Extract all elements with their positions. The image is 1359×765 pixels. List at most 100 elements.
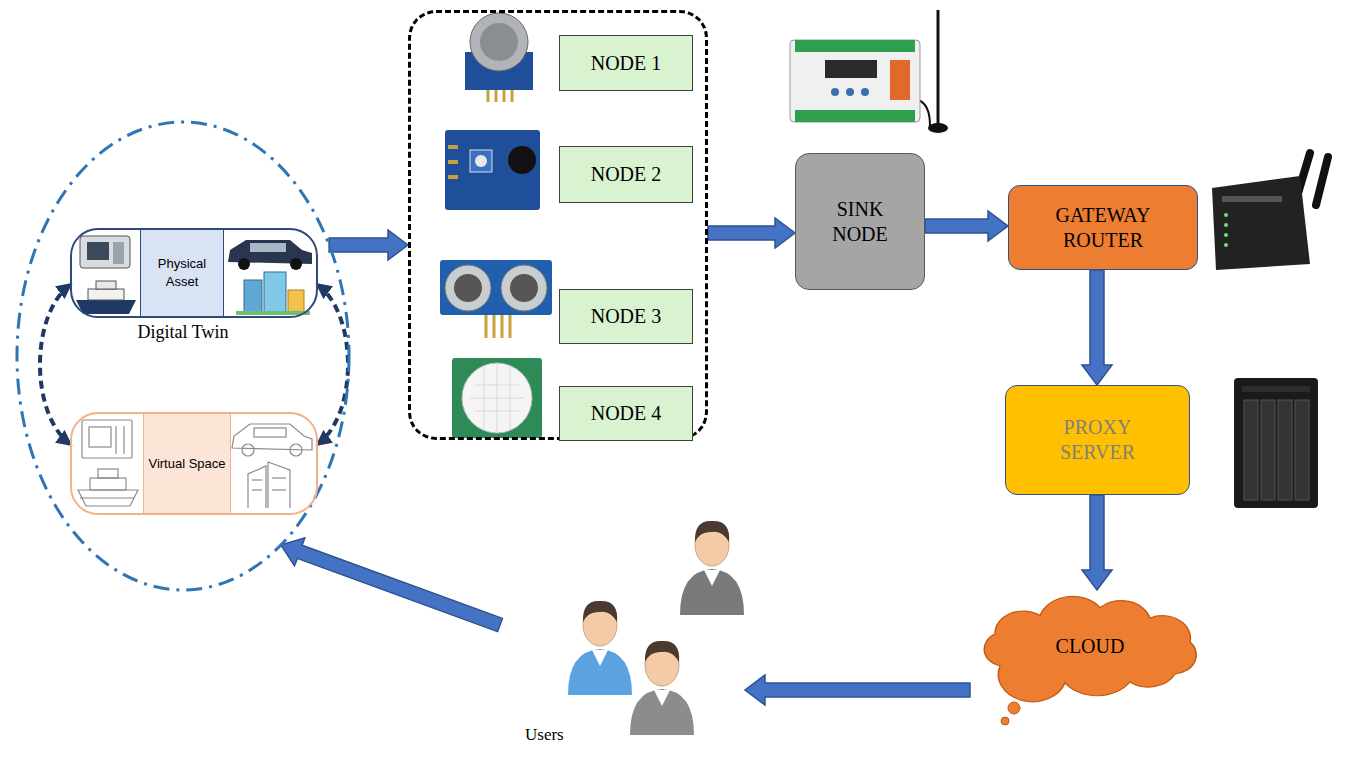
node-label: Digital Twin [15, 322, 351, 343]
cnc-machine [80, 236, 130, 268]
router-device-part [1222, 196, 1282, 202]
gas-sensor-part [487, 90, 490, 102]
gas-sensor-part [511, 90, 514, 102]
car-sketch-part [242, 444, 254, 456]
node-label: NODE 1 [591, 51, 662, 76]
server-device-part [1234, 378, 1318, 508]
flow-arrow [1082, 270, 1112, 385]
building-sketch-part [248, 466, 266, 508]
building-sketch-part [252, 479, 262, 480]
node-label: Physical Asset [140, 230, 224, 316]
ultrasonic-sensor-part [501, 315, 504, 338]
user-figure-part [592, 650, 608, 666]
server-device-part [1261, 400, 1275, 500]
car-sketch-part [254, 428, 286, 437]
ultrasonic-sensor-part [485, 315, 488, 338]
ship-sketch-part [90, 478, 126, 490]
ultrasonic-sensor-part [454, 274, 482, 302]
node-label: SINK NODE [820, 197, 900, 247]
pir-sensor-part [462, 363, 532, 433]
ship-sketch-part [78, 490, 138, 506]
cloud-bubbles-part [1001, 717, 1009, 725]
sink-device-part [890, 60, 910, 100]
ship-sketch [78, 469, 138, 506]
sink-device-part [937, 10, 940, 128]
sink-device-part [790, 40, 920, 122]
car-sketch-part [290, 444, 302, 456]
digital-twin-ellipse: Digital Twin Physical AssetVirtual Space [15, 120, 351, 592]
ship-part [96, 281, 116, 289]
ellipse-path [17, 122, 349, 590]
building-sketch-part [268, 462, 290, 508]
user-figure-part [630, 689, 694, 735]
sound-sensor-part [470, 150, 492, 172]
sink-device-part [846, 88, 854, 96]
sound-sensor-part [445, 130, 540, 210]
ultrasonic-sensor-part [510, 274, 538, 302]
router-device-part [1224, 213, 1228, 217]
building-part [288, 290, 304, 313]
ultrasonic-sensor-part [493, 315, 496, 338]
building-part [244, 280, 262, 313]
server-device-part [1244, 400, 1258, 500]
sink-device [790, 10, 948, 133]
user-figure-part [654, 690, 670, 706]
sync-arrow [318, 285, 348, 444]
sync-arrow [40, 285, 70, 444]
building-sketch-part [272, 477, 286, 478]
cloud-bubbles-part [1008, 702, 1020, 714]
user-figure-part [695, 521, 729, 542]
router-device-part [1212, 176, 1310, 270]
user-figure-part [704, 570, 720, 586]
user-figure-part [583, 601, 617, 622]
pir-sensor-part [452, 358, 542, 438]
node-label: PROXY SERVER [1043, 415, 1153, 465]
gas-sensor-part [503, 90, 506, 102]
sound-sensor-part [475, 155, 487, 167]
user-figure-part [645, 641, 679, 662]
ultrasonic-sensor-part [445, 265, 491, 311]
users-group: Users [500, 515, 745, 748]
user-figure-part [568, 649, 632, 695]
suv [228, 240, 312, 270]
physical-asset-box: Physical Asset [70, 228, 318, 318]
building-sketch-part [252, 489, 262, 490]
sensor-node: NODE 3 [559, 289, 693, 344]
cnc-machine-part [87, 242, 109, 260]
flow-arrow [329, 230, 408, 260]
ultrasonic-sensor-part [440, 260, 552, 315]
ellipse-outline [15, 120, 351, 592]
building [236, 272, 310, 315]
node-label: NODE 4 [591, 401, 662, 426]
ultrasonic-sensor-part [509, 315, 512, 338]
suv-part [238, 258, 250, 270]
cnc-sketch-part [89, 427, 111, 447]
virtual-space-box: Virtual Space [70, 412, 318, 515]
gateway-box: GATEWAY ROUTER [1008, 185, 1198, 270]
sink-device-part [825, 60, 877, 78]
sink-device-part [795, 40, 915, 52]
user-figure-part [680, 569, 744, 615]
router-device-part [1316, 157, 1328, 205]
building-sketch [248, 462, 290, 508]
sink-device-part [861, 88, 869, 96]
ship-sketch-part [80, 497, 134, 498]
ultrasonic-sensor-part [501, 265, 547, 311]
user-figure [680, 521, 744, 615]
node-label: NODE 3 [591, 304, 662, 329]
building-sketch-part [272, 489, 286, 490]
gas-sensor-part [470, 13, 528, 71]
building-part [264, 272, 286, 313]
cnc-sketch-part [115, 426, 116, 454]
gas-sensor [465, 13, 533, 102]
node-label: CLOUD [1056, 634, 1125, 659]
sensor-node: NODE 2 [559, 146, 693, 203]
gas-sensor-part [495, 90, 498, 102]
ship-sketch-part [98, 469, 118, 478]
router-device-part [1224, 223, 1228, 227]
router-device [1212, 153, 1328, 270]
pir-sensor [452, 358, 542, 438]
user-figure [568, 601, 632, 695]
sound-sensor-part [448, 160, 458, 164]
